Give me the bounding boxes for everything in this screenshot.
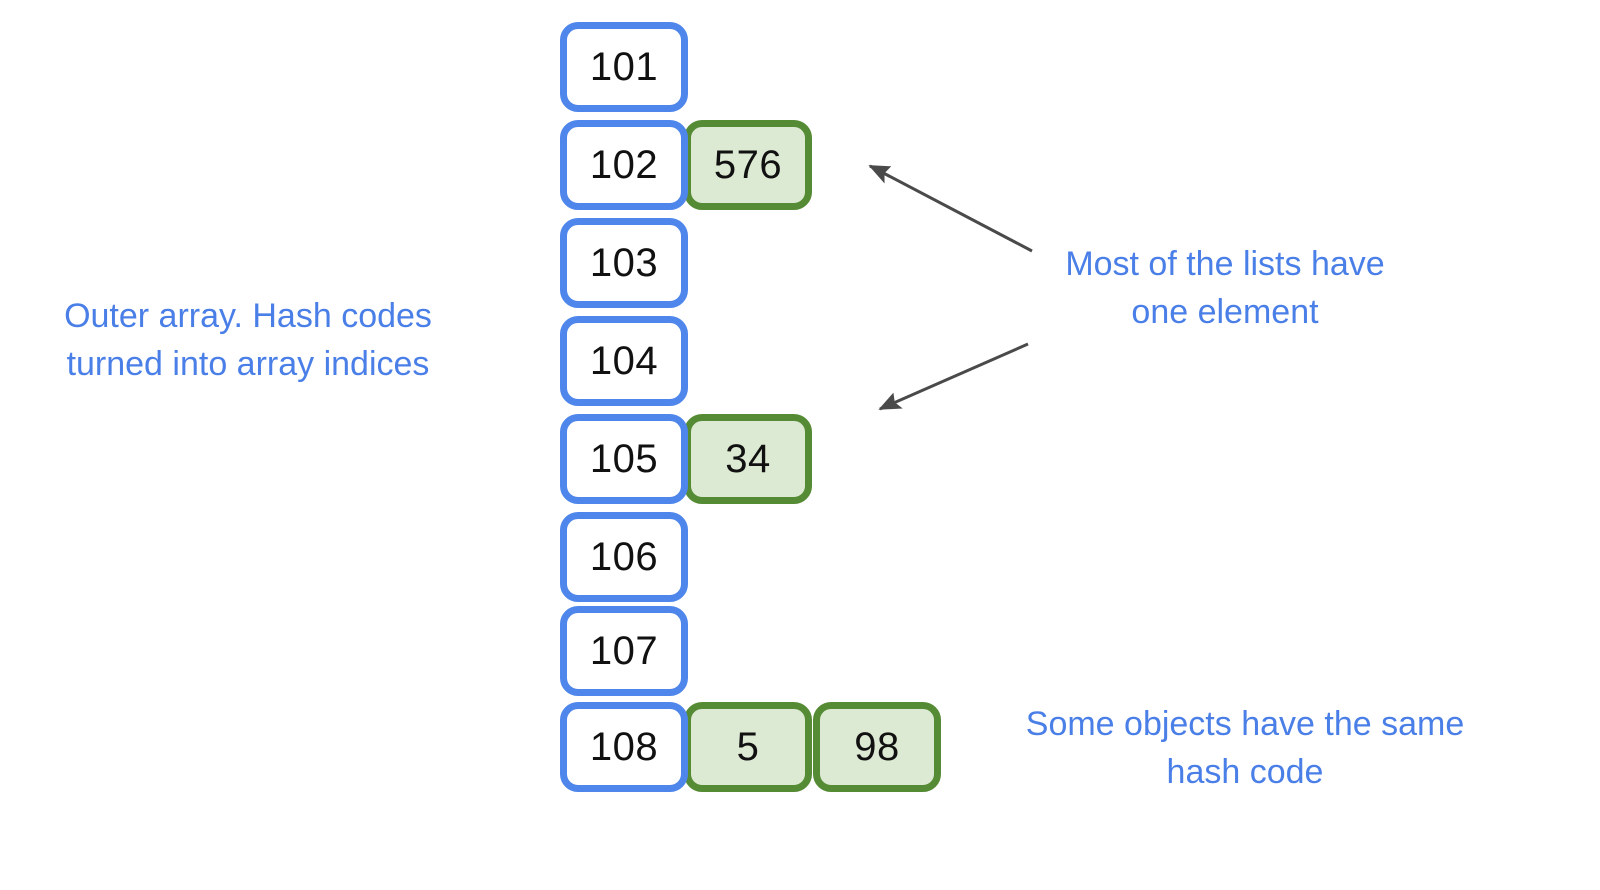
bucket-index: 103 xyxy=(560,218,688,308)
bucket-index: 108 xyxy=(560,702,688,792)
bucket-index: 101 xyxy=(560,22,688,112)
bucket-row-108: 108 5 98 xyxy=(560,702,941,792)
list-node: 576 xyxy=(684,120,812,210)
bucket-row-102: 102 576 xyxy=(560,120,812,210)
list-node: 34 xyxy=(684,414,812,504)
list-node: 5 xyxy=(684,702,812,792)
bucket-index: 104 xyxy=(560,316,688,406)
bucket-index: 107 xyxy=(560,606,688,696)
annotation-one-element: Most of the lists have one element xyxy=(1065,245,1385,332)
bucket-row-104: 104 xyxy=(560,316,688,406)
bucket-row-105: 105 34 xyxy=(560,414,812,504)
bucket-row-107: 107 xyxy=(560,606,688,696)
bucket-row-106: 106 xyxy=(560,512,688,602)
arrow-to-576 xyxy=(868,164,1033,253)
list-node: 98 xyxy=(813,702,941,792)
bucket-index: 105 xyxy=(560,414,688,504)
bucket-index: 106 xyxy=(560,512,688,602)
bucket-index: 102 xyxy=(560,120,688,210)
annotation-same-hash: Some objects have the same hash code xyxy=(1025,705,1465,792)
bucket-row-101: 101 xyxy=(560,22,688,112)
annotation-outer-array: Outer array. Hash codes turned into arra… xyxy=(64,297,432,384)
arrow-to-34 xyxy=(878,342,1029,411)
bucket-row-103: 103 xyxy=(560,218,688,308)
